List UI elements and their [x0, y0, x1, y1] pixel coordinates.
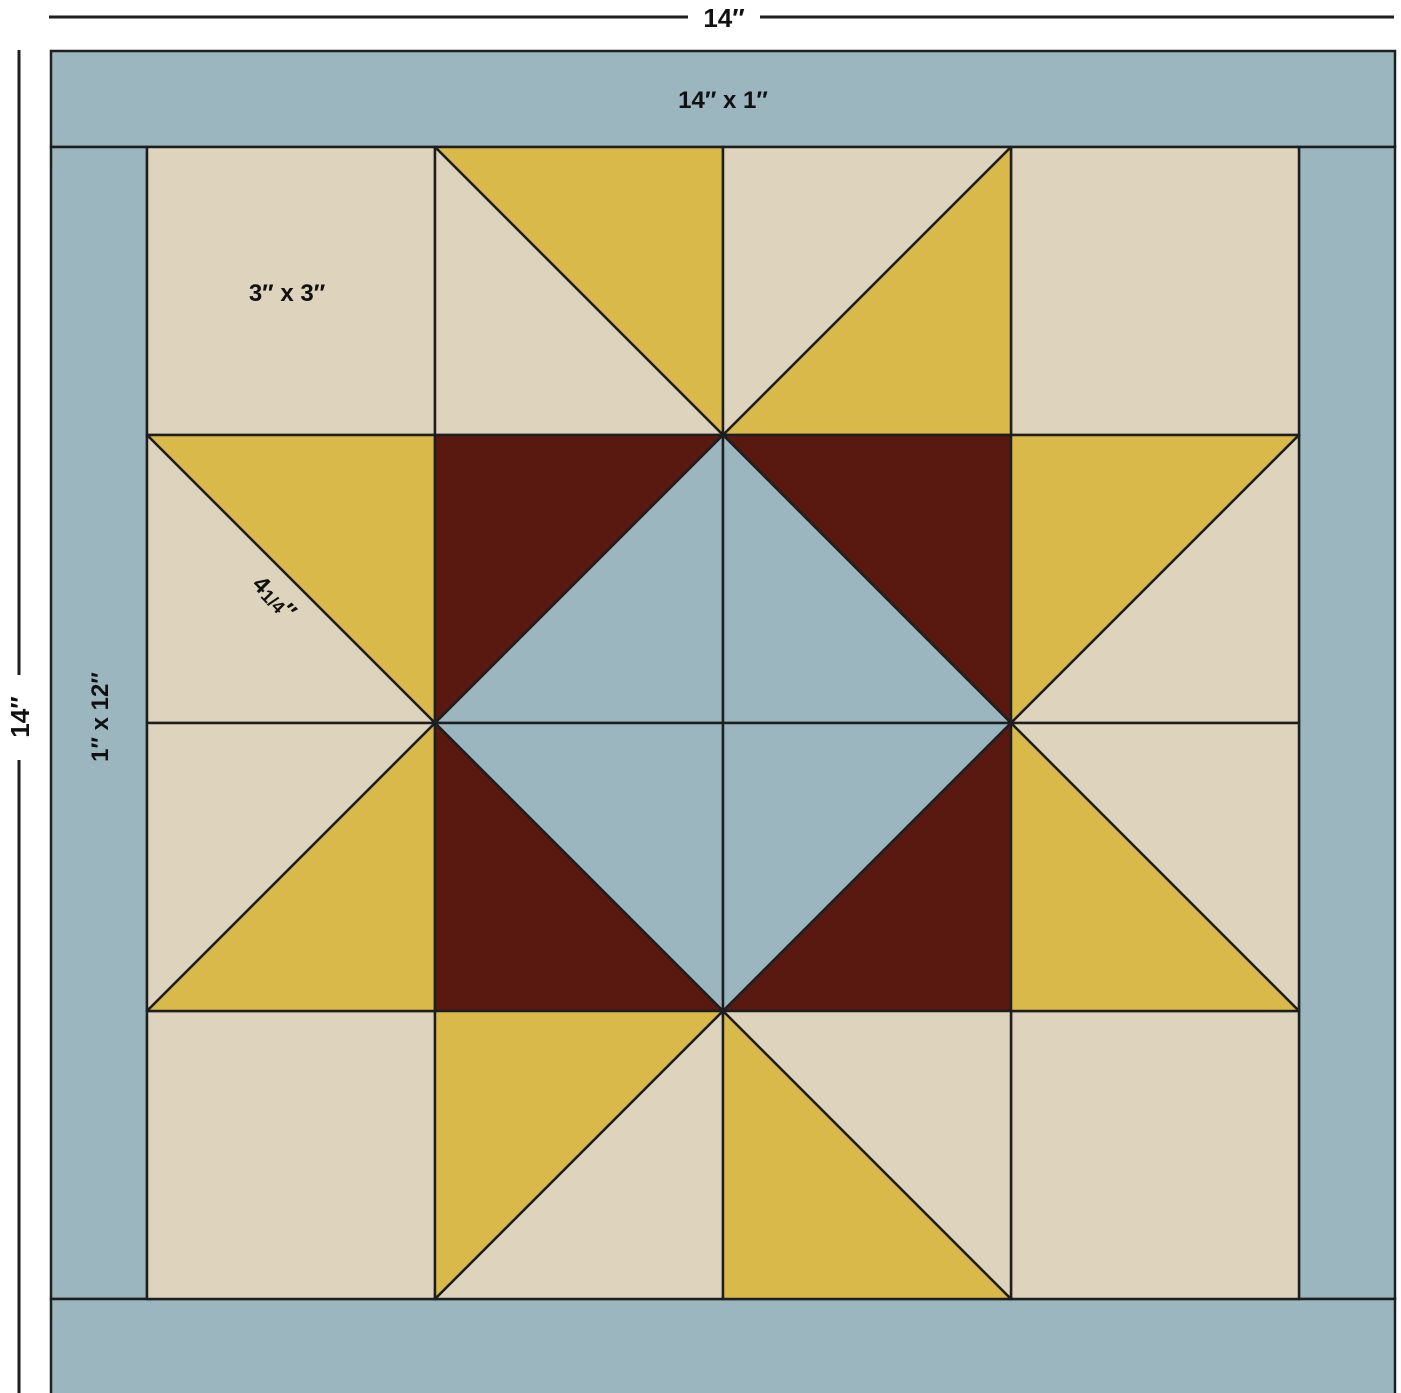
corner-square-4: [1009, 1009, 1301, 1301]
quilt-borders: [49, 49, 1397, 1393]
top-dimension-label: 14″: [703, 3, 744, 33]
bottom-border-strip: [49, 1297, 1397, 1393]
half-square-triangle-20: [1009, 721, 1301, 1013]
half-square-triangle-24: [721, 1009, 1013, 1301]
quilt-block-pieces: [145, 145, 1301, 1301]
side-border-size-label: 1″ x 12″: [87, 672, 114, 762]
corner-square-2: [1009, 145, 1301, 437]
top-border-size-label: 14″ x 1″: [678, 87, 768, 114]
left-dimension-label: 14″: [5, 696, 35, 737]
quilt-labels: 14″ x 1″ 1″ x 12″ 3″ x 3″ 4 1/4 ″: [87, 87, 768, 762]
dimension-lines: 14″ 14″: [5, 3, 1394, 1393]
top-border-strip: [49, 49, 1397, 149]
corner-square-size-label: 3″ x 3″: [249, 280, 326, 307]
right-border-strip: [1297, 145, 1397, 1301]
left-border-strip: [49, 145, 149, 1301]
corner-square-3: [145, 1009, 437, 1301]
